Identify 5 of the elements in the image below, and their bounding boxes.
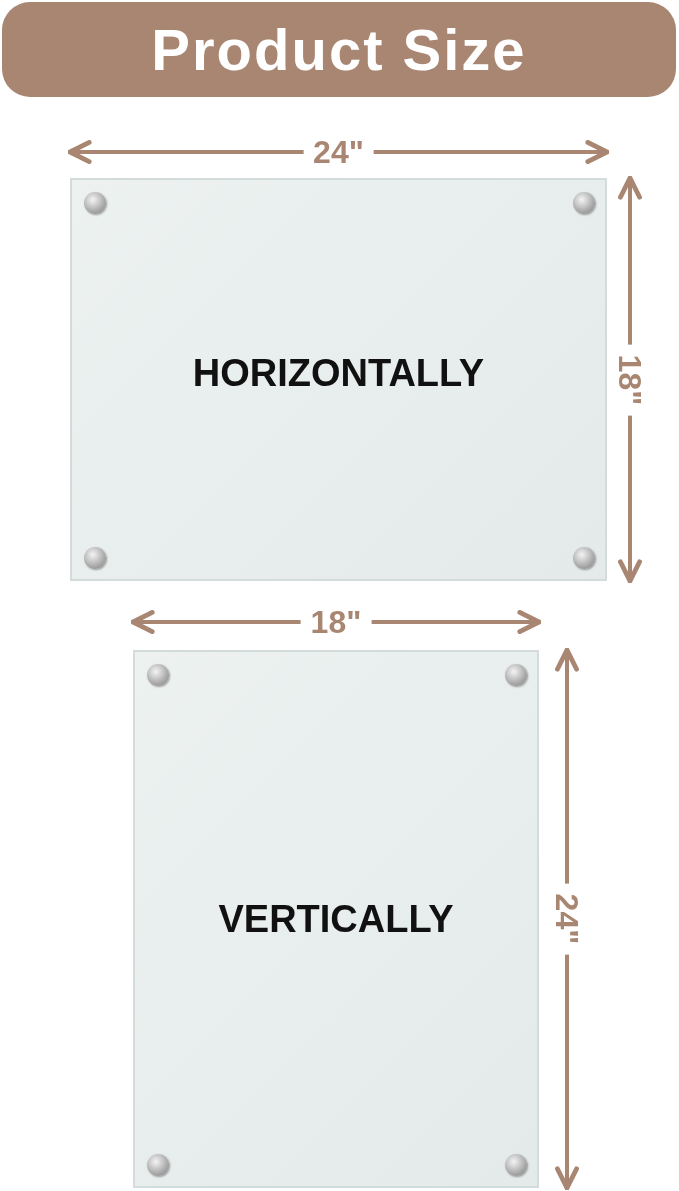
title-banner: Product Size [2,2,676,97]
glass-board [133,650,539,1188]
board-label: HORIZONTALLY [191,352,486,395]
board-label: VERTICALLY [217,898,455,941]
glass-board [70,178,607,581]
